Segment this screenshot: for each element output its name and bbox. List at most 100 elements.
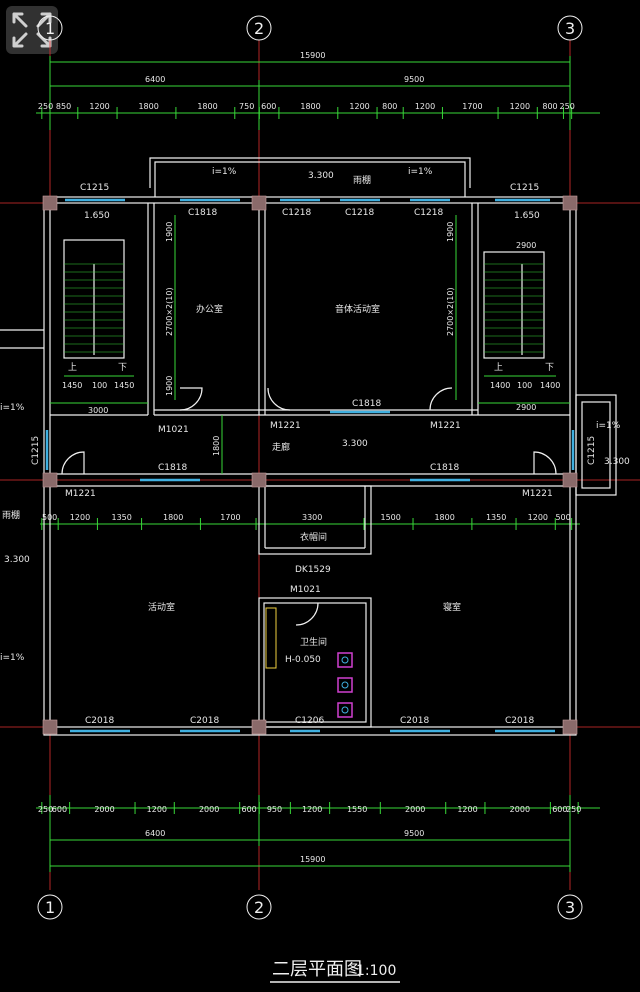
axis-lines xyxy=(0,40,640,890)
dim-mid-7: 1800 xyxy=(434,513,454,522)
dim-top-detail-3: 1800 xyxy=(138,102,158,111)
dim-top-6400: 6400 xyxy=(145,75,165,84)
label-v2700a: 2700×2(10) xyxy=(165,287,174,336)
label-c1206: C1206 xyxy=(295,716,324,726)
label-c1215r: C1215 xyxy=(587,436,597,465)
svg-text:2: 2 xyxy=(254,19,264,38)
expand-icon[interactable] xyxy=(6,6,58,54)
dim-bottom-detail-8: 1550 xyxy=(347,805,367,814)
label-s1a: 1450 xyxy=(62,381,82,390)
dim-bottom-detail-10: 1200 xyxy=(457,805,477,814)
svg-text:1: 1 xyxy=(45,19,55,38)
label-m1021a: M1021 xyxy=(158,425,189,435)
label-up1: 上 xyxy=(68,362,77,373)
canopy-top: 雨棚 xyxy=(353,174,371,186)
dim-top-detail-13: 800 xyxy=(542,102,557,111)
dim-mid-3: 1800 xyxy=(163,513,183,522)
label-stair2: 1.650 xyxy=(514,211,540,221)
columns xyxy=(42,195,578,735)
label-v1900c: 1900 xyxy=(165,376,174,396)
label-v2700b: 2700×2(10) xyxy=(446,287,455,336)
label-c1818b: C1818 xyxy=(352,399,381,409)
mid-dimension-line xyxy=(40,518,580,530)
dim-bottom-detail-13: 250 xyxy=(566,805,581,814)
dim-bottom-detail-4: 2000 xyxy=(199,805,219,814)
label-w2900b: 2900 xyxy=(516,403,536,412)
label-m1221c: M1221 xyxy=(65,489,96,499)
room-bedroom: 寝室 xyxy=(443,601,461,613)
label-dk1529: DK1529 xyxy=(295,565,331,575)
dim-bottom-detail-3: 1200 xyxy=(147,805,167,814)
dim-bottom-detail-6: 950 xyxy=(267,805,282,814)
label-c2018c: C2018 xyxy=(400,716,429,726)
dim-top-detail-5: 750 xyxy=(239,102,254,111)
label-down1: 下 xyxy=(118,363,127,373)
room-cloak: 衣帽间 xyxy=(300,531,327,543)
label-c1818c: C1818 xyxy=(158,463,187,473)
dim-mid-8: 1350 xyxy=(486,513,506,522)
dim-bottom-detail-7: 1200 xyxy=(302,805,322,814)
dim-mid-10: 500 xyxy=(555,513,570,522)
dim-mid-2: 1350 xyxy=(111,513,131,522)
label-elev2: 3.300 xyxy=(342,439,368,449)
dim-top-detail-10: 1200 xyxy=(415,102,435,111)
dim-top-detail-0: 250 xyxy=(38,102,53,111)
label-slope5: i=1% xyxy=(596,421,621,431)
dim-bottom-6400: 6400 xyxy=(145,829,165,838)
svg-text:1: 1 xyxy=(45,898,55,917)
label-slope4: i=1% xyxy=(0,653,25,663)
axis-bubble-2-bottom: 2 xyxy=(246,894,272,920)
room-office: 办公室 xyxy=(196,303,223,315)
label-c1218a: C1218 xyxy=(282,208,311,218)
dim-top-9500: 9500 xyxy=(404,75,424,84)
room-toilet: 卫生间 xyxy=(300,636,327,648)
top-dimension-lines xyxy=(36,56,600,130)
label-m1221d: M1221 xyxy=(522,489,553,499)
title-text: 二层平面图 xyxy=(272,959,362,980)
bottom-dimension-lines xyxy=(36,795,600,872)
label-s2c: 1400 xyxy=(540,381,560,390)
label-h: H-0.050 xyxy=(285,655,321,665)
label-v1800: 1800 xyxy=(212,436,221,456)
stair-treads xyxy=(64,263,544,353)
axis-bubble-3-top: 3 xyxy=(557,15,583,41)
toilet-fixtures xyxy=(265,607,353,718)
svg-text:3: 3 xyxy=(565,898,575,917)
label-c1818d: C1818 xyxy=(430,463,459,473)
label-c1818a: C1818 xyxy=(188,208,217,218)
label-c1215a: C1215 xyxy=(80,183,109,193)
dim-bottom-detail-1: 600 xyxy=(52,805,67,814)
label-elev4: 3.300 xyxy=(604,457,630,467)
label-c1218c: C1218 xyxy=(414,208,443,218)
label-elev1: 3.300 xyxy=(308,171,334,181)
label-c1218b: C1218 xyxy=(345,208,374,218)
dim-top-detail-14: 250 xyxy=(560,102,575,111)
axis-bubble-2-top: 2 xyxy=(246,15,272,41)
label-m1221b: M1221 xyxy=(430,421,461,431)
dim-bottom-detail-5: 600 xyxy=(241,805,256,814)
dim-bottom-detail-12: 600 xyxy=(552,805,567,814)
label-c2018a: C2018 xyxy=(85,716,114,726)
canopy-left: 雨棚 xyxy=(2,509,20,521)
dim-mid-4: 1700 xyxy=(220,513,240,522)
dim-bottom-detail-9: 2000 xyxy=(405,805,425,814)
label-c2018d: C2018 xyxy=(505,716,534,726)
walls xyxy=(0,157,617,736)
label-m1021b: M1021 xyxy=(290,585,321,595)
label-c2018b: C2018 xyxy=(190,716,219,726)
label-s2a: 1400 xyxy=(490,381,510,390)
dim-top-detail-6: 600 xyxy=(261,102,276,111)
dim-bottom-detail-11: 2000 xyxy=(510,805,530,814)
label-s1c: 1450 xyxy=(114,381,134,390)
label-down2: 下 xyxy=(545,363,554,373)
windows xyxy=(45,198,575,733)
dim-bottom-9500: 9500 xyxy=(404,829,424,838)
label-slope1: i=1% xyxy=(212,167,237,177)
label-w2900a: 2900 xyxy=(516,241,536,250)
axis-bubble-1-bottom: 1 xyxy=(37,894,63,920)
dim-top-detail-4: 1800 xyxy=(197,102,217,111)
label-c1215b: C1215 xyxy=(510,183,539,193)
